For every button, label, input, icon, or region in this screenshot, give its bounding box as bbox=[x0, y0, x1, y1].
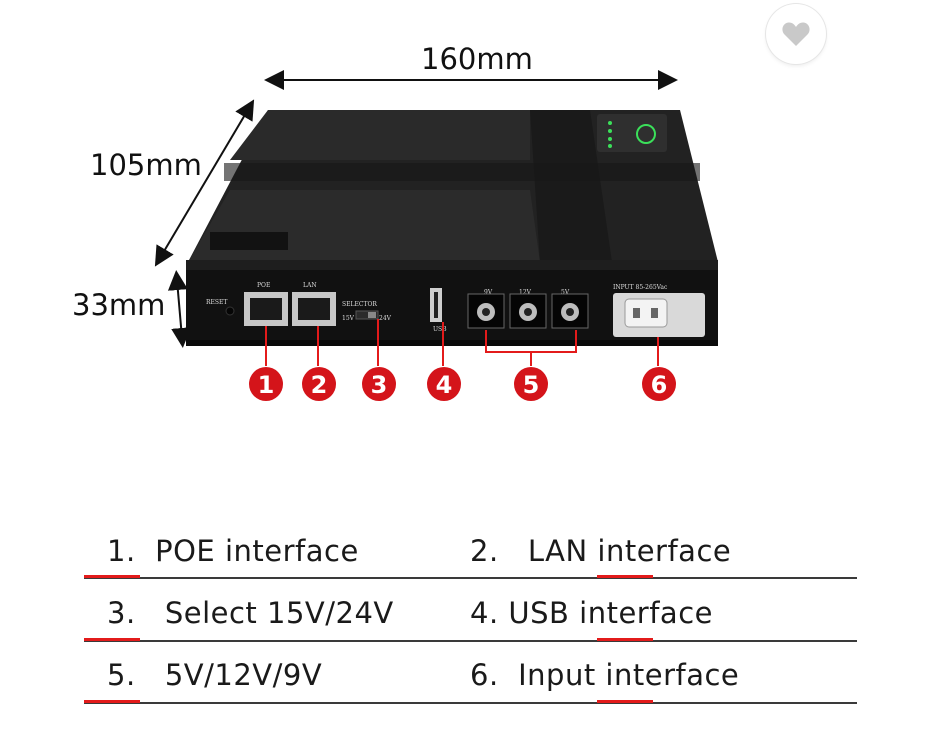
callout-badge-4: 4 bbox=[427, 367, 461, 401]
selector-switch bbox=[355, 310, 379, 320]
input-label: INPUT 85-265Vac bbox=[613, 284, 668, 291]
led-indicator bbox=[608, 121, 612, 125]
legend-text: Input interface bbox=[518, 658, 740, 692]
led-indicator bbox=[608, 144, 612, 148]
heart-icon bbox=[782, 22, 810, 46]
selector-label: SELECTOR bbox=[342, 301, 377, 308]
out-9v-label: 9V bbox=[484, 289, 493, 296]
reset-label: RESET bbox=[206, 299, 227, 306]
legend-accent-mark bbox=[597, 638, 653, 641]
svg-text:1: 1 bbox=[258, 371, 275, 399]
height-dimension-arrow bbox=[167, 270, 192, 348]
led-indicator bbox=[608, 129, 612, 133]
device-illustration: POE LAN RESET SELECTOR 15V 24V USB 9V 12… bbox=[154, 70, 718, 401]
svg-text:3: 3 bbox=[371, 371, 388, 399]
legend-number: 5. bbox=[107, 658, 136, 692]
poe-label: POE bbox=[257, 282, 270, 289]
led-indicator bbox=[608, 137, 612, 141]
svg-text:5: 5 bbox=[523, 371, 540, 399]
callout-badge-6: 6 bbox=[642, 367, 676, 401]
legend-item-6: 6. Input interface bbox=[470, 658, 739, 692]
legend-divider bbox=[84, 640, 857, 642]
out-5v-label: 5V bbox=[561, 289, 570, 296]
legend-item-5: 5. 5V/12V/9V bbox=[107, 658, 322, 692]
favorite-button[interactable] bbox=[766, 4, 826, 64]
callout-badge-5: 5 bbox=[514, 367, 548, 401]
legend-text: POE interface bbox=[155, 534, 359, 568]
legend-number: 6. bbox=[470, 658, 499, 692]
legend-accent-mark bbox=[84, 575, 140, 578]
svg-text:6: 6 bbox=[651, 371, 668, 399]
reset-hole bbox=[225, 306, 235, 316]
top-vent bbox=[210, 232, 288, 250]
legend-item-1: 1. POE interface bbox=[107, 534, 359, 568]
legend-item-2: 2. LAN interface bbox=[470, 534, 731, 568]
callout-badge-3: 3 bbox=[362, 367, 396, 401]
lan-label: LAN bbox=[303, 282, 317, 289]
legend-text: 5V/12V/9V bbox=[164, 658, 323, 692]
svg-text:2: 2 bbox=[311, 371, 328, 399]
legend-number: 1. bbox=[107, 534, 136, 568]
legend-text: Select 15V/24V bbox=[164, 596, 394, 630]
legend-number: 4. bbox=[470, 596, 499, 630]
legend-item-4: 4. USB interface bbox=[470, 596, 713, 630]
height-dimension-label: 33mm bbox=[72, 288, 166, 322]
legend-accent-mark bbox=[597, 575, 653, 578]
legend-accent-mark bbox=[84, 700, 140, 703]
legend-divider bbox=[84, 702, 857, 704]
legend-text: USB interface bbox=[508, 596, 713, 630]
out-12v-label: 12V bbox=[519, 289, 532, 296]
selector-24v-label: 24V bbox=[379, 315, 392, 322]
power-button-icon bbox=[636, 124, 656, 144]
depth-dimension-arrow bbox=[154, 99, 255, 267]
dc-out-5v bbox=[551, 293, 589, 329]
selector-15v-label: 15V bbox=[342, 315, 355, 322]
callout-badge-1: 1 bbox=[249, 367, 283, 401]
legend-item-3: 3. Select 15V/24V bbox=[107, 596, 394, 630]
legend-text: LAN interface bbox=[527, 534, 732, 568]
usb-label: USB bbox=[433, 326, 447, 333]
legend-number: 3. bbox=[107, 596, 136, 630]
legend-divider bbox=[84, 577, 857, 579]
legend-accent-mark bbox=[84, 638, 140, 641]
callout-badge-2: 2 bbox=[302, 367, 336, 401]
svg-text:4: 4 bbox=[436, 371, 453, 399]
legend-number: 2. bbox=[470, 534, 499, 568]
legend-accent-mark bbox=[597, 700, 653, 703]
